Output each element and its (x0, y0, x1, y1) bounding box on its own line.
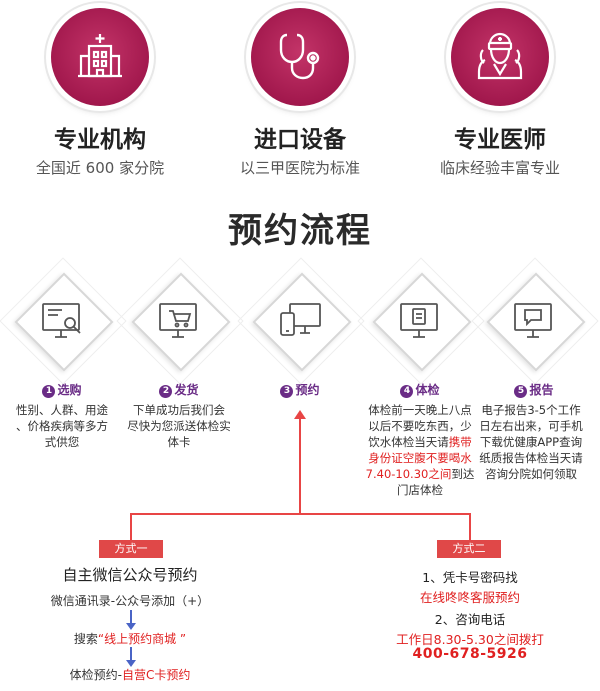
connector-line (130, 513, 132, 541)
doctor-icon (451, 8, 549, 106)
feature-equipment: 进口设备 以三甲医院为标准 (200, 0, 400, 190)
devices-icon (280, 303, 321, 336)
feature-title: 进口设备 (254, 127, 346, 153)
method-one-title: 自主微信公众号预约 (62, 566, 198, 584)
method-one-step: 搜索“线上预约商城 ” (73, 632, 187, 646)
process-title: 预约流程 (228, 211, 372, 251)
step-description: 下单成功后我们会尽快为您派送体检实体卡 (127, 403, 231, 449)
monitor-chat-icon (514, 303, 552, 338)
method-one-step: 微信通讯录-公众号添加（+） (50, 594, 210, 608)
connector-line (130, 513, 471, 515)
step-description: 性别、人群、用途、价格疾病等多方式供您 (16, 403, 108, 449)
feature-subtitle: 以三甲医院为标准 (239, 159, 360, 177)
down-arrow-icon (126, 647, 136, 667)
feature-doctors: 专业医师 临床经验丰富专业 (400, 0, 600, 190)
method-two-badge: 方式二 (437, 540, 501, 558)
down-arrow-icon (126, 610, 136, 630)
feature-subtitle: 全国近 600 家分院 (35, 159, 165, 177)
method-one-step: 体检预约-自营C卡预约 (69, 668, 191, 682)
feature-institution: 专业机构 全国近 600 家分院 (0, 0, 200, 190)
feature-title: 专业医师 (454, 127, 546, 153)
feature-title: 专业机构 (54, 127, 146, 153)
method-one-badge: 方式一 (99, 540, 163, 558)
connector-line (469, 513, 471, 541)
method-two-step: 在线咚咚客服预约 (419, 590, 520, 605)
monitor-clipboard-icon (400, 303, 438, 338)
up-arrow-icon (294, 410, 306, 419)
method-two-step: 1、凭卡号密码找 (422, 570, 518, 585)
phone-number[interactable]: 400-678-5926 (412, 646, 528, 662)
step-description: 体检前一天晚上八点 以后不要吃东西，少 饮水体检当天请携带 身份证空腹不要喝水 … (365, 403, 475, 497)
hospital-icon (51, 8, 149, 106)
step-description: 电子报告3-5个工作日左右出来，可手机下载优健康APP查询 纸质报告体检当天请咨… (479, 403, 583, 481)
feature-subtitle: 临床经验丰富专业 (439, 159, 560, 177)
method-two-hours: 工作日8.30-5.30之间拨打 (396, 632, 544, 647)
connector-line (299, 418, 301, 514)
monitor-cart-icon (159, 303, 197, 338)
stethoscope-icon (251, 8, 349, 106)
method-two-step: 2、咨询电话 (434, 612, 506, 627)
monitor-search-icon (42, 303, 81, 338)
